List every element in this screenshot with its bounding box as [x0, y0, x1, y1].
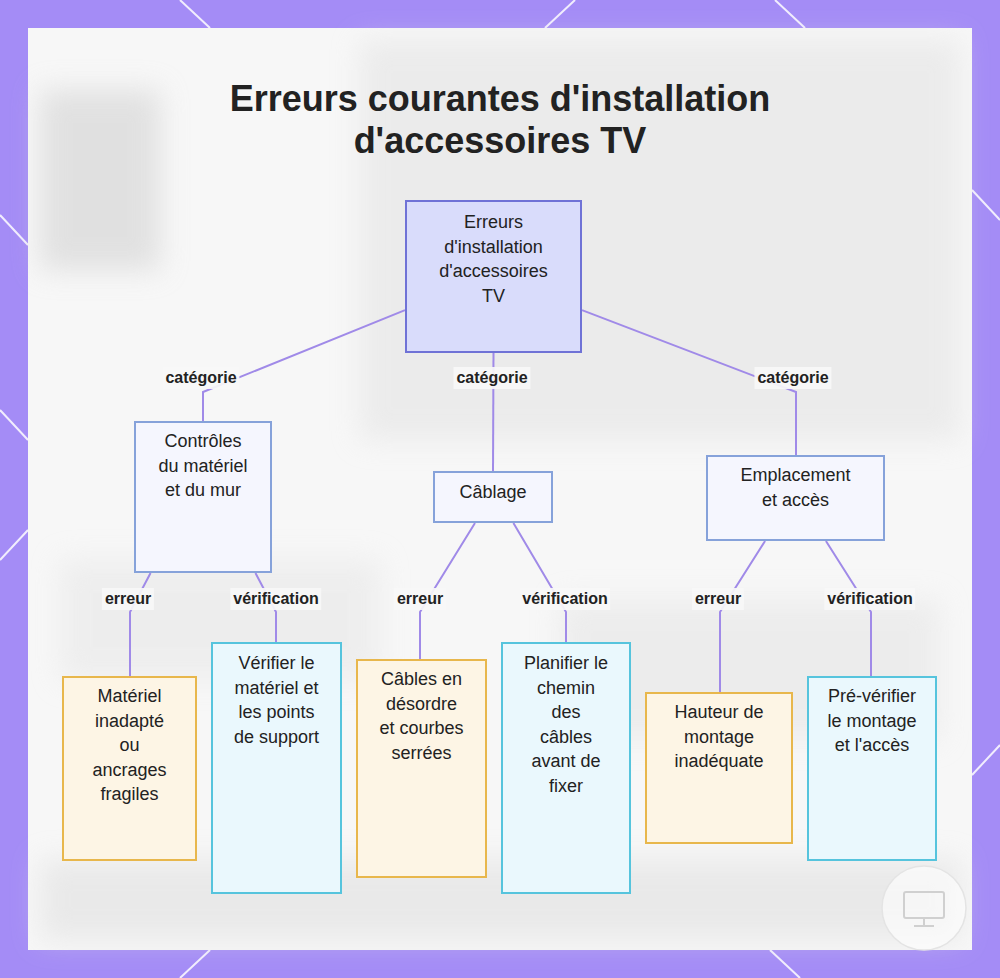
- blurred-photo: [40, 40, 960, 940]
- category-box: Câblage: [433, 471, 553, 523]
- edge-label: vérification: [824, 588, 915, 610]
- node-text: Pré-vérifier le montage et l'accès: [827, 684, 917, 758]
- edge-label: catégorie: [754, 367, 831, 389]
- edge-label: erreur: [102, 588, 154, 610]
- edge-label: vérification: [230, 588, 321, 610]
- error-box: Hauteur de montage inadéquate: [645, 692, 793, 844]
- check-box: Pré-vérifier le montage et l'accès: [807, 676, 937, 861]
- connector: [203, 310, 405, 421]
- connector: [513, 523, 566, 642]
- check-box: Planifier le chemin des câbles avant de …: [501, 642, 631, 894]
- node-text: Vérifier le matériel et les points de su…: [231, 651, 322, 749]
- connector: [720, 541, 765, 692]
- error-box: Matériel inadapté ou ancrages fragiles: [62, 676, 197, 861]
- category-box: Emplacement et accès: [706, 455, 885, 541]
- root-box: Erreurs d'installation d'accessoires TV: [405, 200, 582, 353]
- edge-label: erreur: [692, 588, 744, 610]
- diagram-title: Erreurs courantes d'installation d'acces…: [190, 78, 810, 162]
- node-text: Emplacement et accès: [738, 463, 853, 512]
- edge-label: catégorie: [162, 367, 239, 389]
- category-box: Contrôles du matériel et du mur: [134, 421, 272, 573]
- edge-label: vérification: [519, 588, 610, 610]
- edge-label: erreur: [394, 588, 446, 610]
- node-text: Câblage: [443, 480, 543, 505]
- node-text: Hauteur de montage inadéquate: [665, 700, 773, 774]
- panel: [28, 28, 972, 950]
- check-box: Vérifier le matériel et les points de su…: [211, 642, 342, 894]
- node-text: Matériel inadapté ou ancrages fragiles: [84, 684, 175, 807]
- logo: [882, 866, 966, 950]
- node-text: Câbles en désordre et courbes serrées: [378, 667, 465, 765]
- node-text: Contrôles du matériel et du mur: [154, 429, 252, 503]
- edge-label: catégorie: [453, 367, 530, 389]
- node-text: Erreurs d'installation d'accessoires TV: [429, 210, 558, 308]
- error-box: Câbles en désordre et courbes serrées: [356, 659, 487, 878]
- node-text: Planifier le chemin des câbles avant de …: [523, 651, 609, 798]
